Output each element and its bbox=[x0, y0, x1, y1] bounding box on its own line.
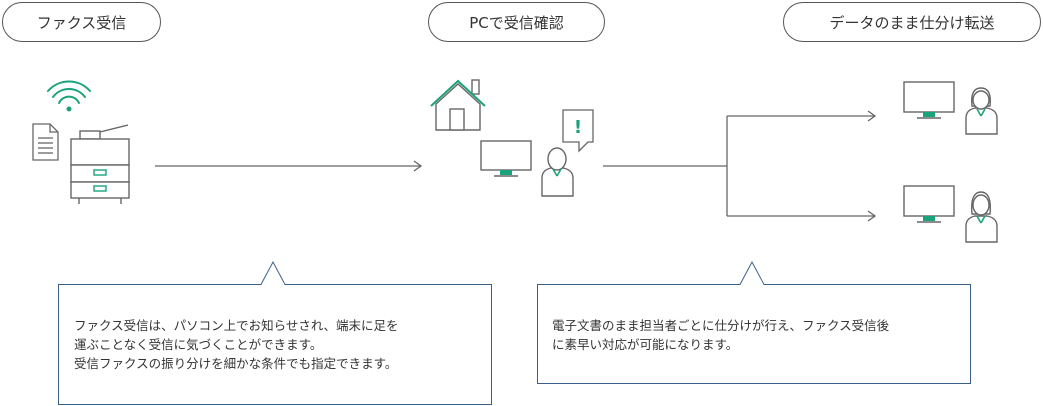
notification-bubble-icon: ! bbox=[562, 109, 594, 153]
document-icon bbox=[32, 123, 59, 161]
branch-arrows bbox=[603, 110, 877, 222]
step-label-text: ファクス受信 bbox=[36, 13, 127, 32]
person-icon bbox=[965, 87, 998, 135]
callout-line: ファクス受信は、パソコン上でお知らせされ、端末に足を bbox=[74, 318, 399, 333]
arrow-icon bbox=[155, 160, 423, 172]
callout-text-fax-receive: ファクス受信は、パソコン上でお知らせされ、端末に足を 運ぶことなく受信に気づくこ… bbox=[74, 316, 399, 373]
callout-box-1 bbox=[58, 260, 492, 405]
step-label-fax-receive: ファクス受信 bbox=[2, 2, 161, 42]
step-label-text: データのまま仕分け転送 bbox=[829, 13, 995, 32]
step-label-text: PCで受信確認 bbox=[469, 13, 564, 32]
callout-line: 電子文書のまま担当者ごとに仕分けが行え、ファクス受信後 bbox=[552, 318, 890, 333]
callout-text-sort-forward: 電子文書のまま担当者ごとに仕分けが行え、ファクス受信後 に素早い対応が可能になり… bbox=[552, 316, 889, 354]
wifi-icon bbox=[47, 80, 91, 112]
step-label-pc-confirm: PCで受信確認 bbox=[428, 2, 605, 42]
notification-mark: ! bbox=[574, 117, 582, 138]
callout-line: に素早い対応が可能になります。 bbox=[552, 337, 739, 352]
callout-line: 受信ファクスの振り分けを細かな条件でも指定できます。 bbox=[74, 356, 398, 371]
multifunction-printer-icon bbox=[70, 124, 130, 204]
person-icon bbox=[541, 147, 574, 197]
house-icon bbox=[430, 79, 486, 131]
monitor-icon bbox=[903, 81, 955, 119]
callout-box-2 bbox=[537, 260, 971, 384]
monitor-icon bbox=[480, 140, 532, 177]
callout-line: 運ぶことなく受信に気づくことができます。 bbox=[74, 337, 323, 352]
step-label-sort-forward: データのまま仕分け転送 bbox=[783, 2, 1041, 42]
person-icon bbox=[965, 191, 998, 243]
monitor-icon bbox=[903, 185, 955, 223]
